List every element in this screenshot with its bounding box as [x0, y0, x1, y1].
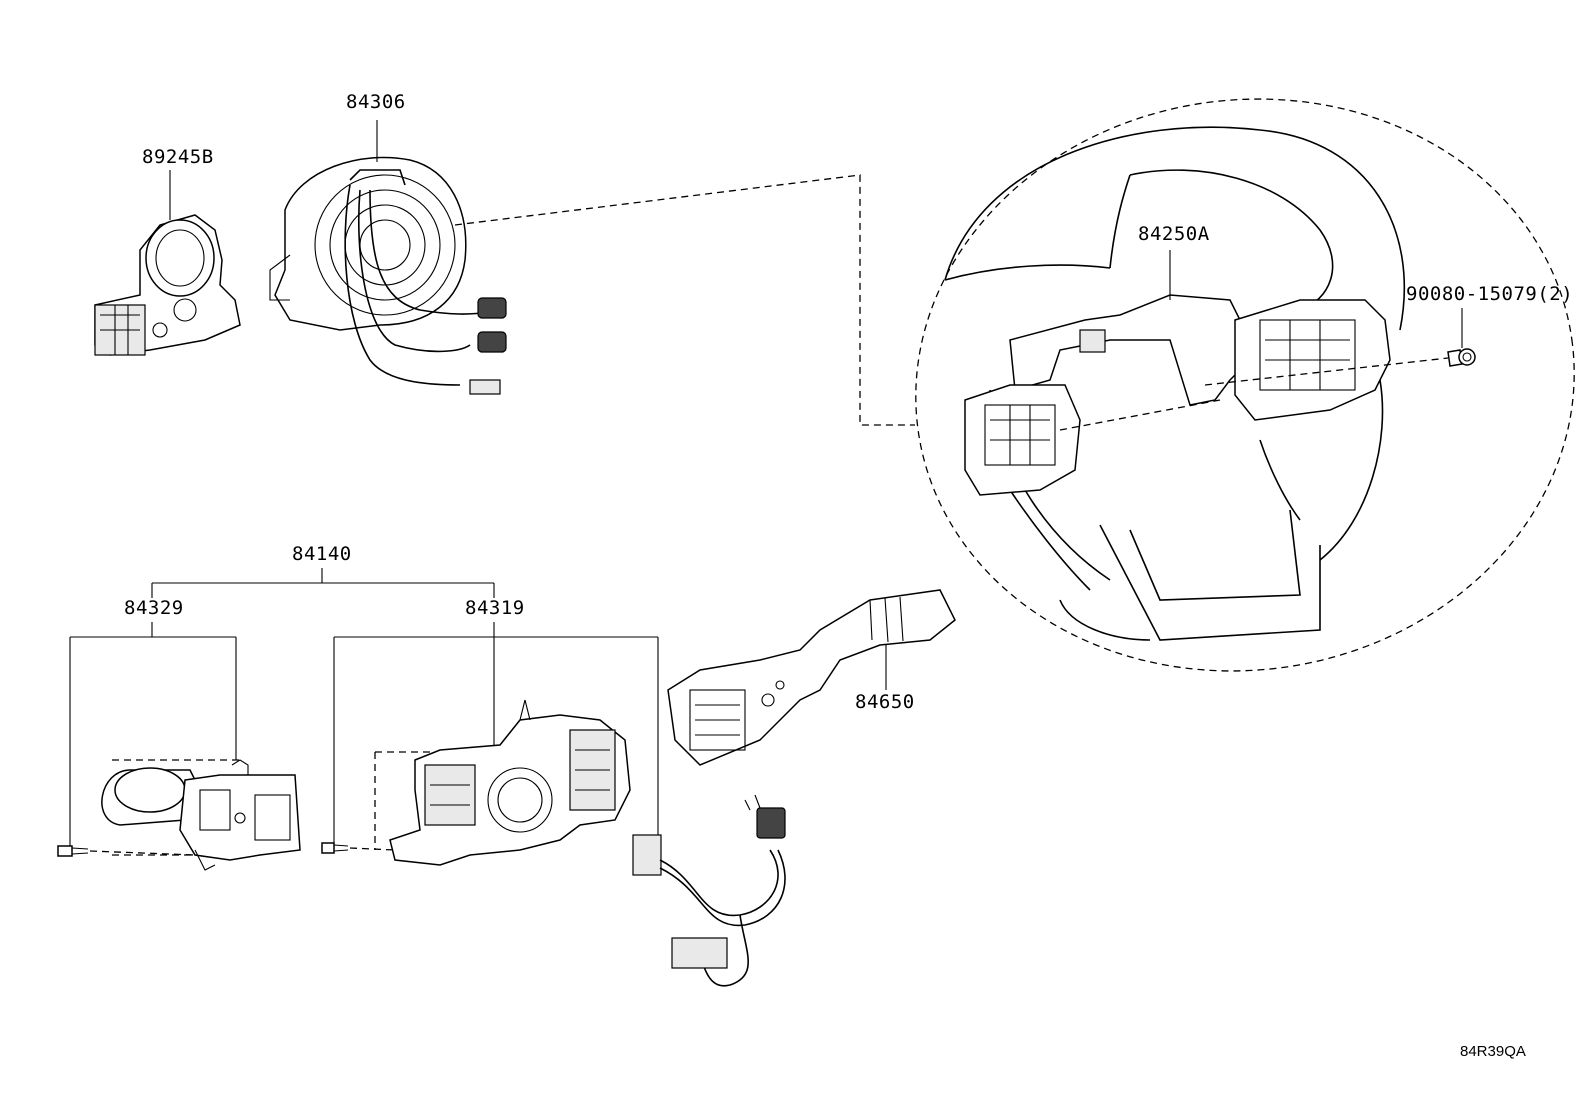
- screw-90080: [1447, 348, 1476, 367]
- callout-89245b: 89245B: [142, 146, 214, 168]
- switch-84329: [101, 759, 301, 871]
- drawing-code: 84R39QA: [1460, 1043, 1526, 1060]
- callout-84329: 84329: [124, 597, 184, 619]
- screw-right: [321, 842, 396, 854]
- screw-left: [57, 845, 196, 857]
- steering-sensor-89245b: [94, 214, 241, 356]
- callout-90080-15079: 90080-15079(2): [1406, 283, 1573, 305]
- leader-lines: [69, 120, 1463, 846]
- callout-84319: 84319: [465, 597, 525, 619]
- callout-84306: 84306: [346, 91, 406, 113]
- wire-harness: [632, 794, 786, 987]
- steering-switch-assembly: [964, 294, 1449, 496]
- spiral-cable-84306: [269, 156, 507, 395]
- callout-84650: 84650: [855, 691, 915, 713]
- callout-84250a: 84250A: [1138, 223, 1210, 245]
- switch-84319: [374, 699, 631, 866]
- callout-84140: 84140: [292, 543, 352, 565]
- wiper-switch-84650: [667, 589, 956, 766]
- spiral-to-wheel-line: [454, 174, 915, 426]
